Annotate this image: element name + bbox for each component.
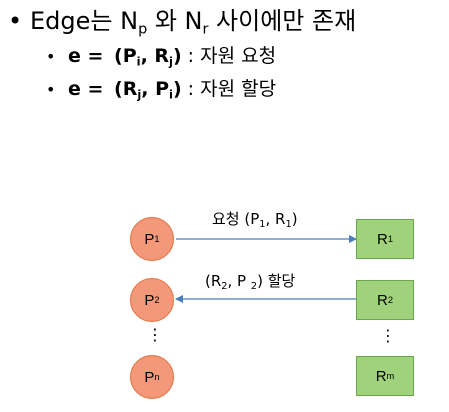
comma: , P: [141, 78, 170, 100]
open-paren: (R: [114, 78, 138, 100]
sub-a: j: [137, 87, 142, 102]
equals: =: [80, 78, 111, 100]
close-paren: ): [172, 78, 182, 100]
bullet-icon: •: [46, 47, 56, 66]
title-middle: 와 N: [147, 7, 203, 35]
assignment-edge-label: (R2, P 2) 할당: [205, 272, 296, 292]
equals: =: [80, 45, 111, 67]
sub-b: i: [169, 87, 173, 102]
request-word: 요청: [212, 210, 245, 228]
title-sub-r: r: [202, 21, 209, 38]
assignment-definition: • e = (Rj, Pi) : 자원 할당: [46, 77, 276, 102]
comma: , R: [140, 45, 170, 67]
resource-ellipsis: ⋮: [380, 326, 396, 345]
request-definition: • e = (Pi, Rj) : 자원 요청: [46, 44, 276, 69]
title-suffix: 사이에만 존재: [208, 7, 357, 35]
edge-var: e: [68, 45, 81, 67]
bullet-icon: •: [46, 80, 56, 99]
title-bullet: •Edge는 Np 와 Nr 사이에만 존재: [8, 6, 357, 38]
request-desc: : 자원 요청: [181, 45, 277, 67]
edge-var: e: [68, 78, 81, 100]
bullet-icon: •: [8, 7, 23, 35]
process-ellipsis: ⋮: [147, 325, 163, 344]
open-paren: (P: [114, 45, 137, 67]
close-paren: ): [172, 45, 182, 67]
sub-b: j: [169, 54, 173, 69]
request-edge-label: 요청 (P1, R1): [212, 210, 298, 230]
assignment-desc: : 자원 할당: [181, 78, 277, 100]
assignment-word: 할당: [262, 272, 296, 290]
sub-a: i: [136, 54, 141, 69]
title-sub-p: p: [138, 21, 148, 38]
title-prefix: Edge는 N: [30, 7, 139, 35]
